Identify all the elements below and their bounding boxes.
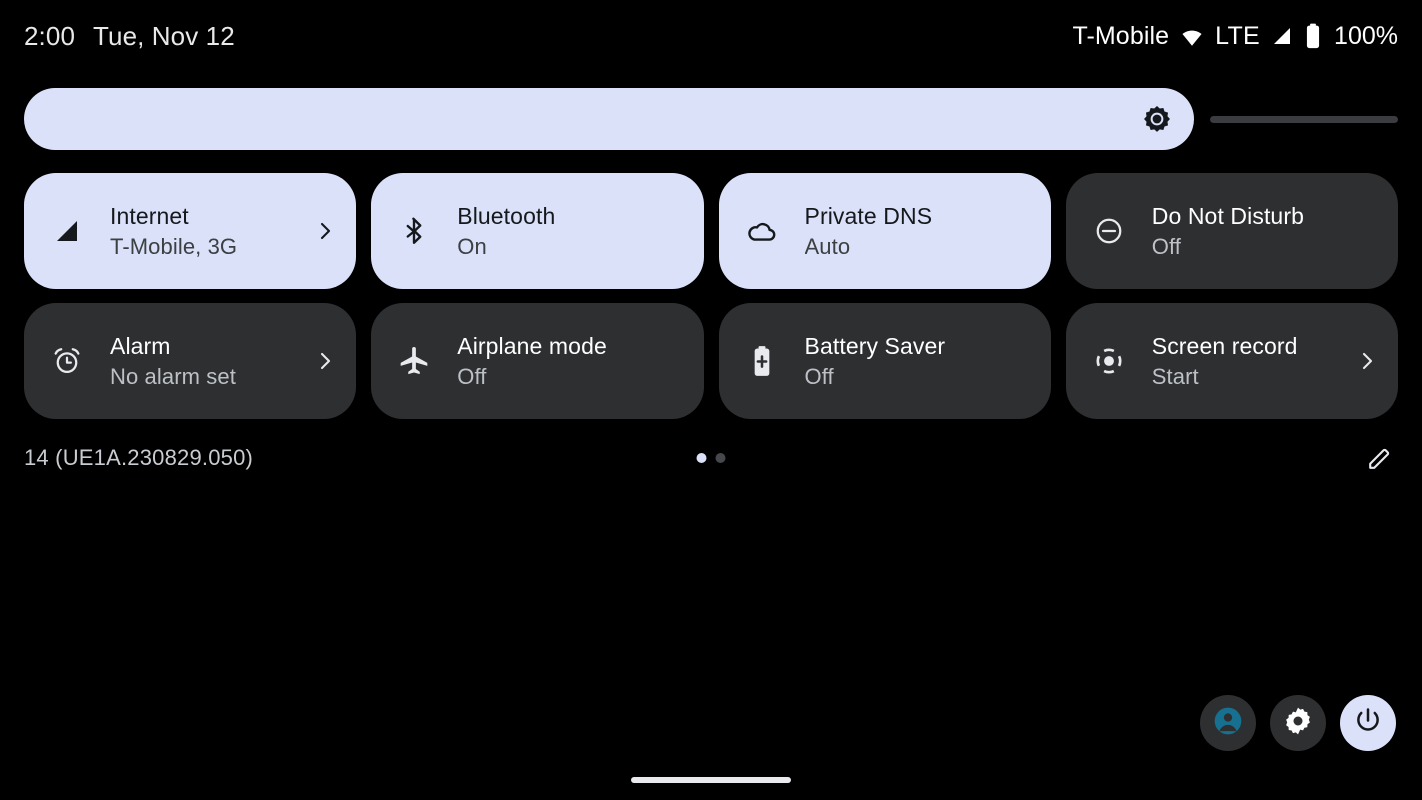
chevron-right-icon[interactable] [312, 219, 338, 243]
tile-title: Private DNS [804, 202, 933, 229]
signal-cellular-icon [46, 210, 88, 252]
status-bar-right: T-Mobile LTE 100% [1072, 22, 1398, 51]
tile-title: Do Not Disturb [1151, 202, 1304, 229]
tile-title: Airplane mode [457, 332, 607, 359]
status-date: Tue, Nov 12 [93, 20, 235, 51]
status-time: 2:00 [24, 20, 76, 51]
tile-title: Internet [110, 202, 189, 229]
brightness-sun-icon [1142, 104, 1172, 134]
tile-internet[interactable]: Internet T-Mobile, 3G [24, 173, 357, 289]
tile-title: Screen record [1151, 332, 1298, 359]
carrier-label: T-Mobile [1072, 21, 1170, 50]
do-not-disturb-icon [1088, 210, 1130, 252]
pencil-edit-icon[interactable] [1362, 440, 1398, 476]
battery-saver-icon [741, 340, 783, 382]
brightness-slider[interactable] [24, 88, 1398, 150]
power-icon [1353, 706, 1383, 741]
brightness-slider-fill[interactable] [24, 88, 1194, 150]
quick-settings-tile-grid: Internet T-Mobile, 3G Bluetooth On [24, 173, 1398, 419]
bluetooth-icon [393, 210, 435, 252]
settings-button[interactable] [1270, 695, 1326, 751]
network-type-label: LTE [1215, 21, 1261, 50]
signal-bars-icon [1270, 24, 1294, 48]
tile-do-not-disturb[interactable]: Do Not Disturb Off [1065, 173, 1398, 289]
tile-bluetooth[interactable]: Bluetooth On [371, 173, 704, 289]
wifi-icon [1179, 23, 1205, 49]
airplane-icon [393, 340, 435, 382]
tile-subtitle: On [457, 233, 487, 259]
cloud-icon [741, 210, 783, 252]
power-button[interactable] [1340, 695, 1396, 751]
page-dot-2[interactable] [715, 453, 726, 463]
tile-alarm[interactable]: Alarm No alarm set [24, 303, 357, 419]
quick-settings-footer: 14 (UE1A.230829.050) [24, 440, 1398, 476]
tile-subtitle: No alarm set [110, 363, 236, 389]
user-switcher-button[interactable] [1200, 695, 1256, 751]
footer-action-buttons [1200, 695, 1396, 751]
user-avatar-icon [1212, 705, 1244, 742]
gear-icon [1283, 706, 1313, 741]
tile-subtitle: Off [457, 363, 487, 389]
chevron-right-icon[interactable] [312, 349, 338, 373]
tile-subtitle: Off [1151, 233, 1181, 259]
tile-screen-record[interactable]: Screen record Start [1065, 303, 1398, 419]
tile-title: Bluetooth [457, 202, 556, 229]
brightness-slider-track[interactable] [1210, 115, 1398, 123]
tile-subtitle: T-Mobile, 3G [110, 233, 238, 259]
tile-private-dns[interactable]: Private DNS Auto [718, 173, 1051, 289]
tile-airplane-mode[interactable]: Airplane mode Off [371, 303, 704, 419]
page-indicator[interactable] [696, 453, 726, 463]
chevron-right-icon[interactable] [1354, 349, 1380, 373]
tile-subtitle: Off [804, 363, 834, 389]
battery-percent-label: 100% [1334, 21, 1398, 50]
tile-battery-saver[interactable]: Battery Saver Off [718, 303, 1051, 419]
alarm-clock-icon [46, 340, 88, 382]
status-bar-left: 2:00 Tue, Nov 12 [24, 21, 235, 52]
battery-full-icon [1304, 23, 1322, 49]
home-indicator[interactable] [631, 777, 791, 783]
status-bar: 2:00 Tue, Nov 12 T-Mobile LTE 100% [0, 0, 1422, 72]
page-dot-1[interactable] [696, 453, 707, 463]
build-version-label: 14 (UE1A.230829.050) [24, 445, 254, 470]
screen-record-icon [1088, 340, 1130, 382]
tile-subtitle: Auto [804, 233, 851, 259]
tile-title: Alarm [110, 332, 171, 359]
tile-title: Battery Saver [804, 332, 946, 359]
tile-subtitle: Start [1151, 363, 1199, 389]
